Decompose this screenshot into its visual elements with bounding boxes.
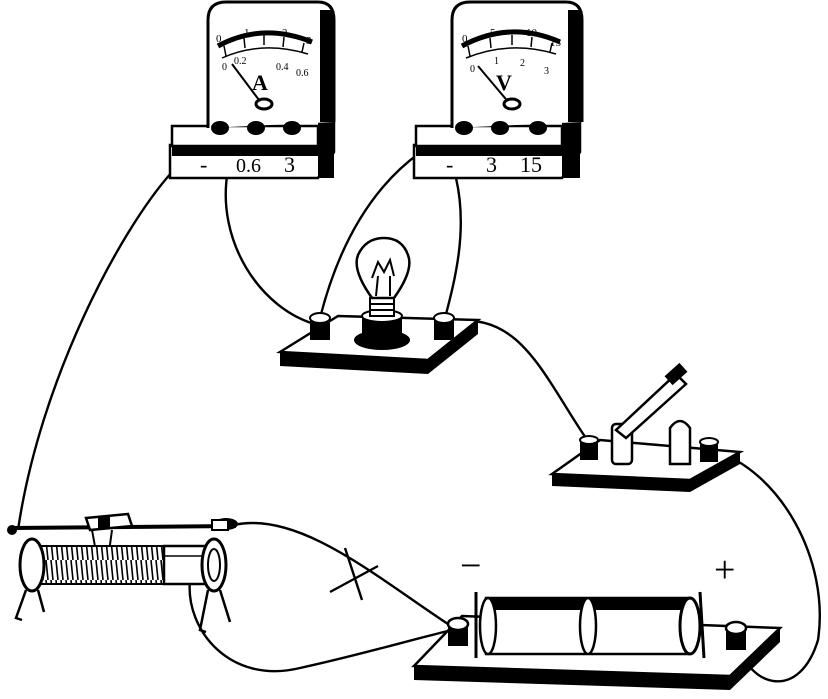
battery-positive-label: + — [714, 549, 735, 591]
wire-rheostat-bottom-to-battery — [188, 579, 453, 673]
ammeter-bottom-1: 0.2 — [234, 56, 247, 67]
ammeter-needle — [231, 63, 263, 105]
lamp-terminals — [309, 312, 455, 340]
voltmeter-bottom-1: 1 — [494, 56, 499, 67]
battery: − + — [411, 545, 783, 690]
ammeter-terminal-0.6: 0.6 — [236, 155, 261, 177]
wire-ammeter-neg-to-rheostat — [16, 171, 173, 531]
voltmeter-top-10: 10 — [526, 27, 538, 39]
ammeter-bottom-2: 0.4 — [276, 62, 289, 73]
wire-voltmeter-3-to-lamp — [443, 177, 462, 319]
wire-ammeter-0.6-to-lamp — [224, 169, 319, 327]
bulb-glass — [355, 236, 411, 300]
ammeter-terminal-3: 3 — [284, 152, 295, 177]
ammeter-top-3: 3 — [306, 35, 312, 47]
voltmeter-top-5: 5 — [490, 27, 496, 39]
ammeter-bottom-0: 0 — [222, 62, 227, 73]
switch — [548, 362, 745, 492]
voltmeter-top-15: 15 — [550, 37, 562, 49]
voltmeter-bottom-3: 3 — [544, 66, 549, 77]
switch-blade — [614, 372, 688, 440]
voltmeter-terminal-neg: - — [446, 152, 453, 177]
battery-negative-label: − — [460, 545, 481, 587]
ammeter-top-1: 1 — [244, 27, 250, 39]
voltmeter-needle — [477, 65, 511, 105]
ammeter-bottom-3: 0.6 — [296, 68, 309, 79]
ammeter: 0 1 2 3 0 0.2 0.4 0.6 A - 0.6 3 — [168, 0, 336, 180]
voltmeter: 0 5 10 15 0 1 2 3 V - 3 15 — [412, 0, 584, 180]
voltmeter-terminal-posts — [455, 121, 547, 135]
filament — [371, 257, 395, 297]
voltmeter-terminal-3: 3 — [486, 152, 497, 177]
ammeter-terminal-neg: - — [200, 152, 207, 177]
voltmeter-bottom-0: 0 — [470, 64, 475, 75]
voltmeter-symbol: V — [496, 70, 512, 95]
voltmeter-terminal-15: 15 — [520, 152, 542, 177]
lamp — [275, 236, 482, 374]
ammeter-top-2: 2 — [282, 27, 288, 39]
wire-switch-to-battery-positive — [711, 448, 821, 683]
ammeter-terminal-posts — [211, 121, 301, 135]
wire-rheostat-to-battery-negative-crossed — [233, 521, 455, 630]
cross-mark — [329, 547, 379, 601]
rheostat-coil — [39, 545, 165, 585]
ammeter-top-0: 0 — [216, 33, 222, 45]
voltmeter-top-0: 0 — [462, 33, 468, 45]
ammeter-symbol: A — [252, 70, 268, 95]
rheostat — [7, 512, 238, 634]
voltmeter-bottom-2: 2 — [520, 58, 525, 69]
